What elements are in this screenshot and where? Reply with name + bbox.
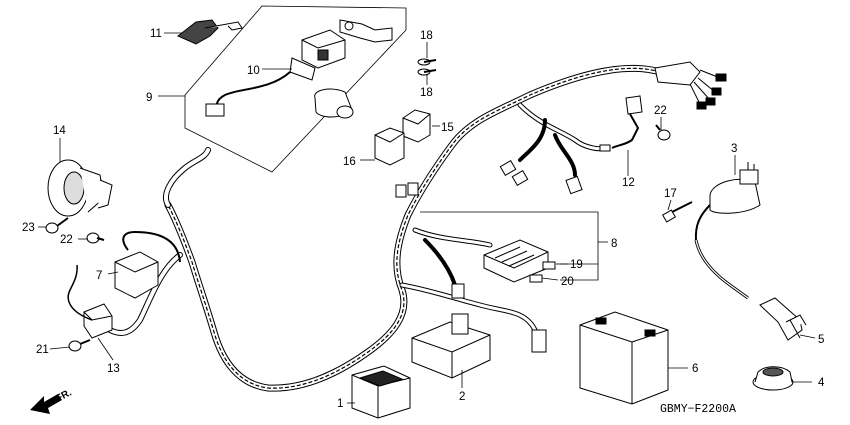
center-connectors — [395, 159, 583, 353]
part-11-key — [177, 19, 243, 45]
part-22-bolt-right — [655, 124, 671, 141]
parts-19-20-fuses — [529, 261, 556, 283]
callout-16: 16 — [343, 156, 356, 168]
part-22-bolt-left — [86, 232, 105, 244]
callout-labels: 1 2 3 4 5 6 7 8 9 10 11 12 13 14 15 16 1… — [22, 28, 825, 410]
part-23-bolt — [45, 217, 69, 234]
callout-19: 19 — [570, 259, 583, 271]
callout-11: 11 — [150, 28, 162, 40]
part-16-relay — [374, 127, 405, 166]
front-harness-connectors — [654, 61, 727, 110]
callout-18-bottom: 18 — [420, 87, 433, 99]
callout-7: 7 — [96, 270, 102, 282]
callout-12: 12 — [622, 177, 635, 189]
part-21-bolt — [68, 339, 91, 352]
callout-18-top: 18 — [420, 30, 433, 42]
part-17-bolt — [661, 201, 693, 223]
callout-6: 6 — [692, 363, 698, 375]
front-direction-marker: FR. — [30, 387, 74, 414]
part-6-battery — [579, 311, 669, 405]
callout-5: 5 — [818, 334, 824, 346]
callout-1: 1 — [337, 398, 343, 410]
callout-22-right: 22 — [654, 105, 667, 117]
callout-20: 20 — [561, 276, 574, 288]
part-2-control-unit — [411, 313, 491, 379]
callout-3: 3 — [731, 143, 737, 155]
callout-8: 8 — [611, 238, 617, 250]
callout-21: 21 — [36, 344, 49, 356]
callout-2: 2 — [459, 391, 465, 403]
front-label: FR. — [54, 387, 74, 404]
callout-23: 23 — [22, 222, 35, 234]
callout-10: 10 — [247, 65, 260, 77]
part-14-horn — [47, 159, 113, 217]
part-7-relay — [114, 230, 181, 299]
part-12-switch — [599, 95, 643, 152]
part-13-sensor — [67, 264, 113, 339]
callout-4: 4 — [818, 377, 825, 389]
diagram-code: GBMY−F2200A — [660, 403, 736, 416]
part-3-ignition-coil — [694, 162, 761, 300]
callout-9: 9 — [146, 92, 152, 104]
callout-17: 17 — [664, 188, 677, 200]
ignition-cylinder — [314, 88, 354, 119]
part-1-cover — [351, 365, 411, 419]
callout-13: 13 — [107, 363, 120, 375]
part-15-relay — [402, 109, 431, 143]
part-10-ignition-switch — [205, 19, 393, 117]
callout-14: 14 — [53, 125, 66, 137]
bolts — [45, 58, 693, 352]
front-arrow-icon — [30, 394, 62, 414]
main-wire-harness — [107, 64, 664, 392]
part-5-plug-cap — [759, 297, 807, 341]
part-18-bolt-top — [417, 58, 437, 66]
part-4-grommet — [752, 366, 794, 391]
part-18-bolt-bottom — [417, 68, 437, 76]
callout-15: 15 — [441, 122, 454, 134]
leader-lines — [38, 32, 816, 404]
callout-22-left: 22 — [60, 234, 73, 246]
